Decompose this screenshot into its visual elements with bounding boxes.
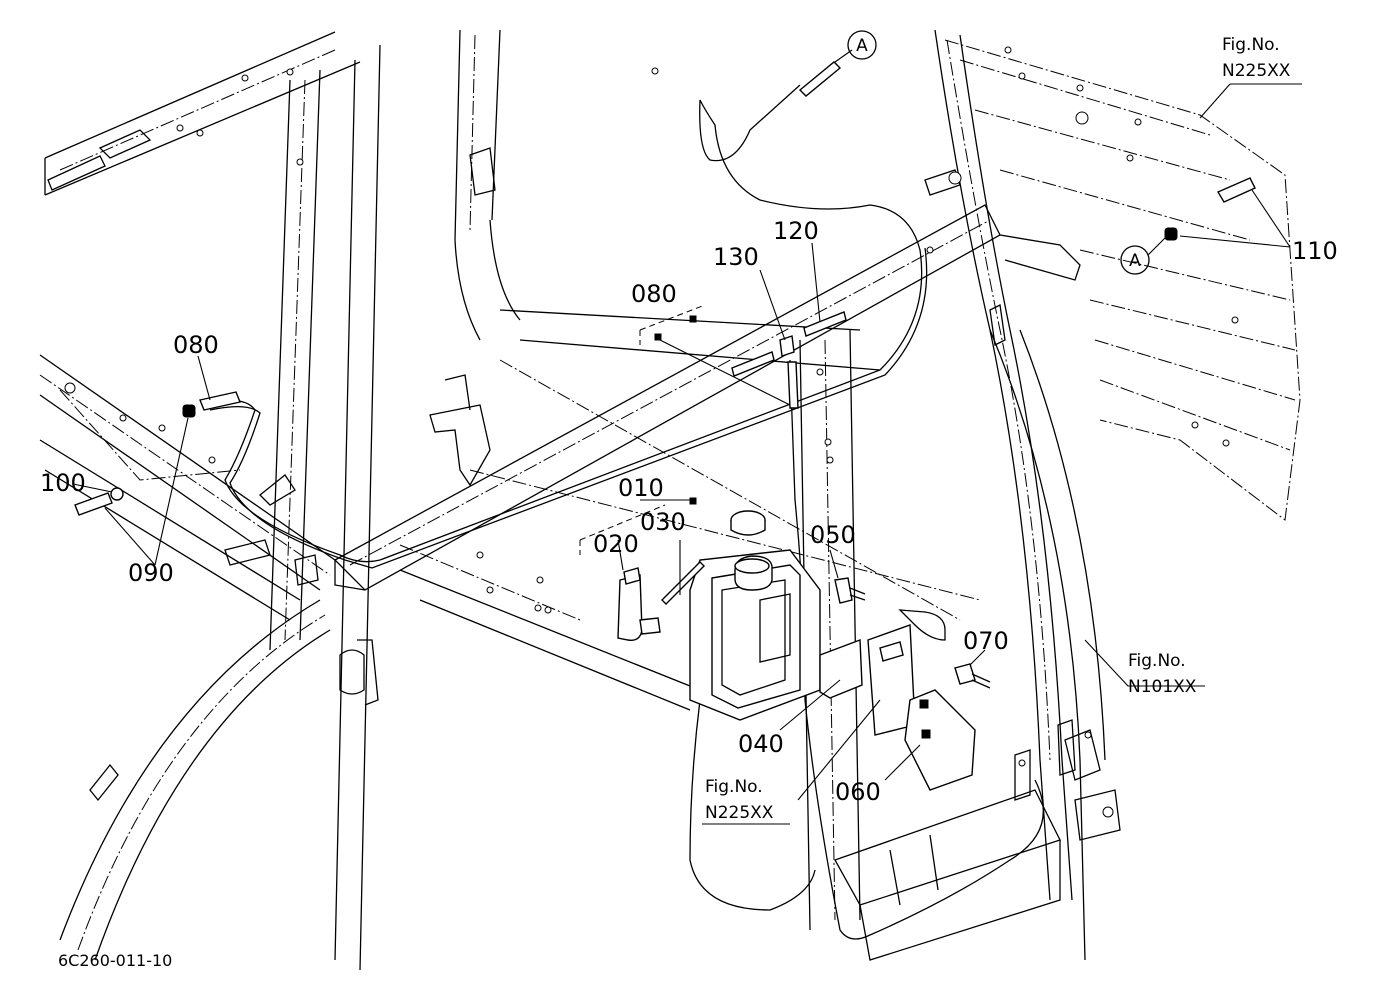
callout-a-right: A <box>1120 245 1150 275</box>
fig-ref-code: N225XX <box>705 803 774 823</box>
fig-ref-code: N101XX <box>1128 677 1197 697</box>
label-020: 020 <box>593 530 639 558</box>
part-labels: 080 100 090 080 130 120 110 010 020 030 … <box>40 217 1338 806</box>
label-080-top: 080 <box>631 280 677 308</box>
cab-frame <box>39 29 1301 971</box>
washer-hoses <box>204 84 1044 940</box>
label-070: 070 <box>963 627 1009 655</box>
bolt-070 <box>954 663 991 689</box>
fig-ref-code: N225XX <box>1222 61 1291 81</box>
nozzle-080-left <box>182 391 241 418</box>
fig-ref-caption: Fig.No. <box>705 777 763 797</box>
callout-a-letter: A <box>1129 251 1141 271</box>
washer-pump <box>617 567 661 641</box>
marker-dot <box>689 315 697 323</box>
label-050: 050 <box>810 521 856 549</box>
label-090: 090 <box>128 559 174 587</box>
label-110: 110 <box>1292 237 1338 265</box>
joint-120-130 <box>731 311 847 409</box>
group-bracket-080-upper <box>639 304 706 345</box>
fig-ref-right: Fig.No. N101XX <box>1128 651 1197 697</box>
label-080-left: 080 <box>173 331 219 359</box>
marker-dot <box>654 333 662 341</box>
label-030: 030 <box>640 508 686 536</box>
leader-lines <box>72 49 1302 825</box>
nozzle-a-top <box>798 61 842 97</box>
label-060: 060 <box>835 778 881 806</box>
label-010: 010 <box>618 474 664 502</box>
callout-a-letter: A <box>856 36 868 56</box>
marker-dot <box>689 497 697 505</box>
drawing-number: 6C260-011-10 <box>58 951 172 970</box>
mount-bracket <box>867 624 976 791</box>
pump-hose <box>661 561 705 605</box>
tank-cap <box>730 510 766 536</box>
label-120: 120 <box>773 217 819 245</box>
fig-ref-bottom: Fig.No. N225XX <box>705 777 774 823</box>
washer-tank <box>689 549 821 721</box>
label-040: 040 <box>738 730 784 758</box>
nozzle-100 <box>74 487 124 516</box>
label-130: 130 <box>713 243 759 271</box>
callout-a-top: A <box>847 30 877 60</box>
group-bracket-010 <box>579 504 666 555</box>
fig-ref-top-right: Fig.No. N225XX <box>1222 35 1291 81</box>
fig-ref-caption: Fig.No. <box>1128 651 1186 671</box>
fig-ref-caption: Fig.No. <box>1222 35 1280 55</box>
nozzle-110 <box>1164 177 1256 241</box>
bolt-050 <box>834 577 866 604</box>
tank-bracket <box>819 639 863 699</box>
label-100: 100 <box>40 469 86 497</box>
